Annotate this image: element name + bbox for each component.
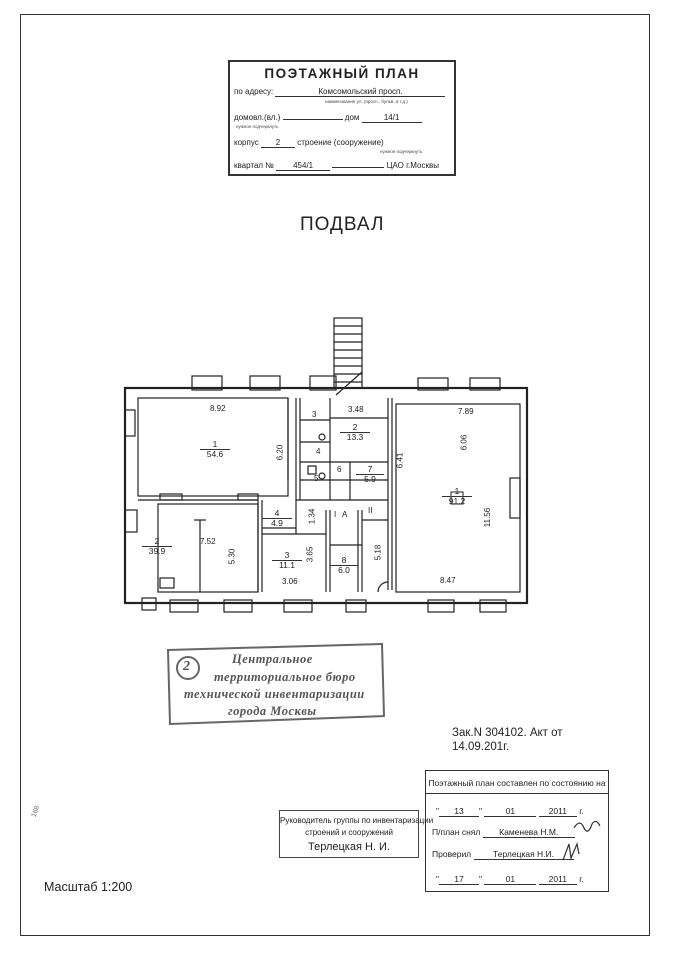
small-label: 6 xyxy=(337,465,342,474)
domovl-label: домовл.(вл.) xyxy=(234,113,281,122)
stamp-line: Центральное xyxy=(232,652,313,666)
checked-row: Проверил Терлецкая Н.И. xyxy=(432,849,614,860)
floor-title: ПОДВАЛ xyxy=(300,214,385,235)
supervisor-line: строений и сооружений xyxy=(305,828,393,837)
dimension: 7.89 xyxy=(458,407,474,416)
header-title: ПОЭТАЖНЫЙ ПЛАН xyxy=(264,66,420,81)
header-box: ПОЭТАЖНЫЙ ПЛАН по адресу: Комсомольский … xyxy=(228,60,456,176)
house-value: 14/1 xyxy=(361,113,422,123)
dimension: 8.92 xyxy=(210,404,226,413)
district-value: ЦАО г.Москвы xyxy=(386,161,439,170)
kvartal-value: 454/1 xyxy=(276,161,331,171)
domovl-hint: нужное подчеркнуть xyxy=(236,124,279,129)
small-label: A xyxy=(342,510,348,519)
status-table: Поэтажный план составлен по состоянию на… xyxy=(425,770,609,892)
stroenie-label: строение (сооружение) xyxy=(297,138,384,147)
small-label: 5 xyxy=(314,474,319,483)
address-value: Комсомольский просп. xyxy=(275,87,446,97)
small-label: 3 xyxy=(312,410,317,419)
taken-row: П/план снял Каменева Н.М. xyxy=(432,827,614,838)
supervisor-name: Терлецкая Н. И. xyxy=(307,841,390,853)
address-row: по адресу: Комсомольский просп. xyxy=(234,87,446,97)
kvartal-row: квартал № 454/1 ЦАО г.Москвы xyxy=(234,161,439,171)
dimension: 7.52 xyxy=(200,537,216,546)
korpus-value: 2 xyxy=(260,138,295,148)
address-label: по адресу: xyxy=(234,87,274,96)
stamp-line: технической инвентаризации xyxy=(184,687,365,701)
house-label: дом xyxy=(344,113,360,122)
stamp-number: 2 xyxy=(183,659,191,674)
dimension: 3.06 xyxy=(282,577,298,586)
stamp-line: города Москвы xyxy=(228,704,317,718)
status-title: Поэтажный план составлен по состоянию на xyxy=(428,778,606,788)
stamp-line: территориальное бюро xyxy=(214,670,356,684)
supervisor-box: Руководитель группы по инвентаризации ст… xyxy=(279,810,434,858)
status-date2: "17" 01 2011 г. xyxy=(436,874,584,885)
korpus-row: корпус 2 строение (сооружение) xyxy=(234,138,384,148)
order-note: Зак.N 304102. Акт от 14.09.201г. xyxy=(452,727,563,753)
small-label: II xyxy=(368,506,373,515)
dimension: 8.47 xyxy=(440,576,456,585)
kvartal-label: квартал № xyxy=(234,161,274,170)
address-hint: наименование ул. (просп., бульв. и т.д.) xyxy=(325,99,408,104)
scale-label: Масштаб 1:200 xyxy=(44,880,133,894)
stroenie-hint: нужное подчеркнуть xyxy=(380,149,423,154)
status-date1: "13" 01 2011 г. xyxy=(436,806,584,817)
supervisor-line: Руководитель группы по инвентаризации xyxy=(280,816,434,825)
page-frame xyxy=(20,14,650,936)
house-row: домовл.(вл.) дом 14/1 xyxy=(234,113,422,123)
korpus-label: корпус xyxy=(234,138,259,147)
small-label: 4 xyxy=(316,447,321,456)
dimension: 3.48 xyxy=(348,405,364,414)
small-label: I xyxy=(334,510,337,519)
